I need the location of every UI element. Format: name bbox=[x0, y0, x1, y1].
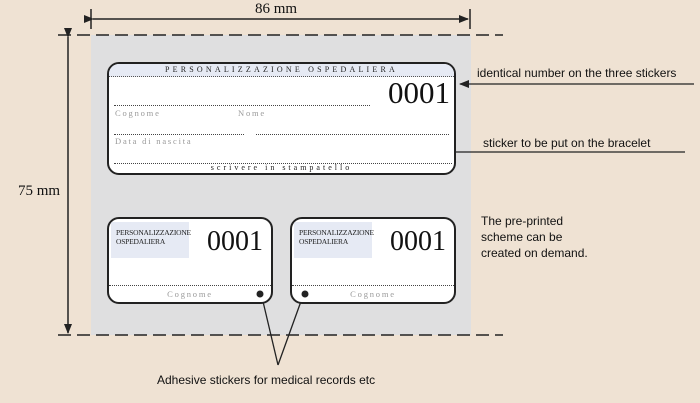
birthdate-line bbox=[114, 134, 244, 135]
surname-line bbox=[109, 285, 271, 286]
preprinted-annotation: The pre-printed scheme can be created on… bbox=[481, 213, 588, 261]
identical-number-annotation: identical number on the three stickers bbox=[477, 66, 677, 80]
footer-line bbox=[114, 163, 452, 164]
surname-line bbox=[292, 285, 454, 286]
surname-line bbox=[114, 105, 370, 106]
preprinted-line-1: The pre-printed bbox=[481, 214, 564, 228]
preprinted-line-2: scheme can be bbox=[481, 230, 563, 244]
bracelet-sticker-footer: scrivere in stampatello bbox=[210, 163, 353, 172]
small-sticker: PERSONALIZZAZIONE OSPEDALIERA 0001 Cogno… bbox=[290, 217, 456, 304]
bracelet-sticker: PERSONALIZZAZIONE OSPEDALIERA 0001 Cogno… bbox=[107, 62, 456, 175]
header-line-2: OSPEDALIERA bbox=[116, 237, 166, 246]
adhesive-leader-left bbox=[260, 292, 279, 366]
header-line-1: PERSONALIZZAZIONE bbox=[116, 228, 191, 237]
height-label: 75 mm bbox=[18, 183, 61, 199]
small-sticker-2-dot bbox=[301, 290, 309, 298]
surname-label: Cognome bbox=[115, 108, 161, 118]
adhesive-annotation: Adhesive stickers for medical records et… bbox=[157, 373, 376, 387]
small-sticker-number: 0001 bbox=[207, 226, 263, 257]
small-sticker-header: PERSONALIZZAZIONE OSPEDALIERA bbox=[111, 222, 191, 258]
bracelet-sticker-number: 0001 bbox=[388, 75, 450, 110]
header-line-1: PERSONALIZZAZIONE bbox=[299, 228, 374, 237]
width-label: 86 mm bbox=[255, 1, 298, 17]
adhesive-leader-right bbox=[277, 292, 305, 366]
small-sticker-number: 0001 bbox=[390, 226, 446, 257]
small-sticker: PERSONALIZZAZIONE OSPEDALIERA 0001 Cogno… bbox=[107, 217, 273, 304]
small-sticker-1-dot bbox=[256, 290, 264, 298]
preprinted-line-3: created on demand. bbox=[481, 246, 588, 260]
surname-label: Cognome bbox=[167, 289, 213, 299]
birthdate-label: Data di nascita bbox=[115, 136, 193, 146]
surname-label: Cognome bbox=[350, 289, 396, 299]
header-line-2: OSPEDALIERA bbox=[299, 237, 349, 246]
extra-line bbox=[256, 134, 449, 135]
bracelet-sticker-header: PERSONALIZZAZIONE OSPEDALIERA bbox=[109, 64, 454, 77]
bracelet-annotation: sticker to be put on the bracelet bbox=[483, 136, 651, 150]
name-label: Nome bbox=[238, 108, 266, 118]
small-sticker-header: PERSONALIZZAZIONE OSPEDALIERA bbox=[294, 222, 374, 258]
